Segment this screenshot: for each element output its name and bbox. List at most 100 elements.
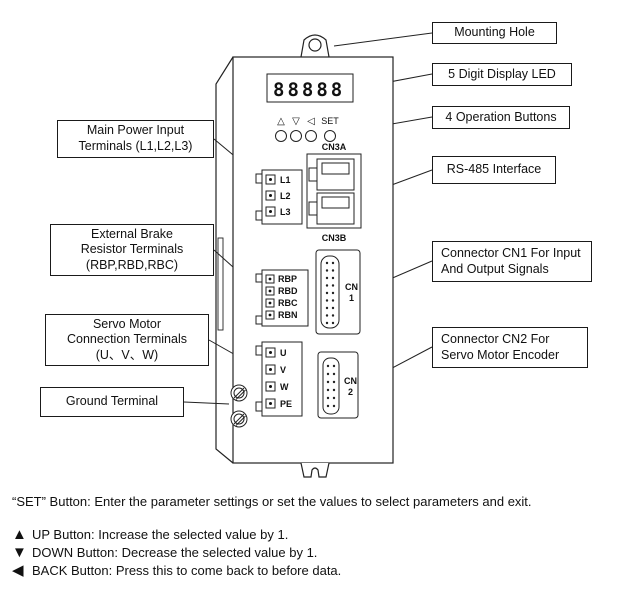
motor-screw-pe: [265, 398, 276, 409]
brake-screw-rbn: [265, 310, 275, 320]
rj45-port-bottom-pins: [321, 196, 350, 209]
terminal-label-l3: L3: [280, 207, 291, 217]
device-side-panel: [215, 56, 234, 464]
callout-operation-buttons: 4 Operation Buttons: [432, 106, 570, 129]
motor-screw-v: [265, 364, 276, 375]
brake-screw-rbd: [265, 286, 275, 296]
terminal-label-rbd: RBD: [278, 286, 298, 296]
callout-mounting-hole-label: Mounting Hole: [454, 25, 535, 40]
rs485-connector-cn3a: [306, 153, 362, 229]
up-button-note: ▲ UP Button: Increase the selected value…: [12, 527, 620, 542]
line-ground: [183, 401, 230, 405]
brake-screw-rbc: [265, 298, 275, 308]
callout-rs485: RS-485 Interface: [432, 156, 556, 184]
cn1-pin-field: [320, 255, 340, 329]
device-outline: [215, 34, 394, 478]
callout-brake-resistor-label: External Brake Resistor Terminals (RBP,R…: [80, 226, 184, 272]
cn1-pins: [325, 261, 335, 325]
brake-screw-rbp: [265, 274, 275, 284]
set-button-label: SET: [321, 116, 339, 126]
cn2-connector: [317, 351, 359, 419]
callout-rs485-label: RS-485 Interface: [446, 162, 542, 177]
terminal-label-rbc: RBC: [278, 298, 298, 308]
display-led: 88888: [266, 73, 354, 103]
cn2-label-line1: CN: [344, 376, 357, 386]
callout-cn1: Connector CN1 For Input And Output Signa…: [432, 241, 592, 282]
back-button-note: ◀ BACK Button: Press this to come back t…: [12, 563, 620, 578]
down-triangle-icon: ▼: [12, 544, 27, 561]
terminal-label-pe: PE: [280, 399, 292, 409]
callout-cn2: Connector CN2 For Servo Motor Encoder: [432, 327, 588, 368]
cn1-label-line2: 1: [349, 293, 354, 303]
cn3b-label: CN3B: [322, 233, 347, 243]
back-triangle-icon: ◀: [12, 562, 24, 579]
terminal-label-rbp: RBP: [278, 274, 297, 284]
display-digits: 88888: [273, 79, 345, 101]
callout-cn1-label: Connector CN1 For Input And Output Signa…: [441, 245, 581, 276]
rj45-port-bottom-latch: [308, 201, 318, 216]
power-block-housing: [261, 169, 303, 225]
terminal-label-w: W: [280, 382, 289, 392]
terminal-label-rbn: RBN: [278, 310, 298, 320]
cn2-label-line2: 2: [348, 387, 353, 397]
callout-mounting-hole: Mounting Hole: [432, 22, 557, 44]
callout-main-power: Main Power Input Terminals (L1,L2,L3): [57, 120, 214, 158]
operation-button-4: [324, 130, 336, 142]
rj45-port-top-pins: [321, 162, 350, 175]
motor-screw-u: [265, 347, 276, 358]
callout-servo-motor-label: Servo Motor Connection Terminals (U、V、W): [67, 316, 187, 362]
terminal-label-l2: L2: [280, 191, 291, 201]
side-slot: [217, 237, 224, 331]
callout-ground-terminal: Ground Terminal: [40, 387, 184, 417]
down-button-note: ▼ DOWN Button: Decrease the selected val…: [12, 545, 620, 560]
motor-block-housing: [261, 341, 303, 417]
brake-terminal-block: [255, 269, 309, 327]
cn2-pin-field: [322, 357, 340, 415]
callout-cn2-label: Connector CN2 For Servo Motor Encoder: [441, 331, 560, 362]
operation-button-2: [290, 130, 302, 142]
set-button-note: “SET” Button: Enter the parameter settin…: [12, 494, 532, 509]
back-button-note-text: BACK Button: Press this to come back to …: [32, 563, 342, 578]
up-triangle-icon: ▲: [12, 526, 27, 543]
operation-buttons: △ ▽ ◁ SET: [275, 116, 339, 142]
device-body: [232, 56, 394, 464]
callout-servo-motor: Servo Motor Connection Terminals (U、V、W): [45, 314, 209, 366]
cn1-housing: [315, 249, 361, 335]
rj45-port-top-latch: [308, 167, 318, 182]
cn2-pins: [326, 364, 336, 408]
terminal-label-v: V: [280, 365, 286, 375]
callout-brake-resistor: External Brake Resistor Terminals (RBP,R…: [50, 224, 214, 276]
power-screw-l3: [265, 206, 276, 217]
motor-terminal-block: [255, 341, 303, 417]
cn1-connector: [315, 249, 361, 335]
callout-ground-terminal-label: Ground Terminal: [65, 394, 159, 409]
up-button-note-text: UP Button: Increase the selected value b…: [32, 527, 289, 542]
operation-button-3: [305, 130, 317, 142]
cn1-label-line1: CN: [345, 282, 358, 292]
notes-section: “SET” Button: Enter the parameter settin…: [12, 494, 620, 581]
down-button-icon: ▽: [292, 116, 300, 127]
operation-button-1: [275, 130, 287, 142]
down-button-note-text: DOWN Button: Decrease the selected value…: [32, 545, 318, 560]
line-mounting-hole: [333, 32, 433, 47]
mounting-tab-bottom: [300, 462, 330, 478]
cn3a-label: CN3A: [322, 142, 347, 152]
terminal-label-l1: L1: [280, 175, 291, 185]
terminal-label-u: U: [280, 348, 287, 358]
power-screw-l1: [265, 174, 276, 185]
mounting-hole: [308, 38, 322, 52]
power-screw-l2: [265, 190, 276, 201]
callout-display-led-label: 5 Digit Display LED: [448, 66, 556, 81]
callout-operation-buttons-label: 4 Operation Buttons: [445, 109, 557, 124]
callout-display-led: 5 Digit Display LED: [432, 63, 572, 86]
display-frame: [266, 73, 354, 103]
rj45-housing: [306, 153, 362, 229]
motor-screw-w: [265, 381, 276, 392]
up-button-icon: △: [277, 116, 285, 127]
callout-main-power-label: Main Power Input Terminals (L1,L2,L3): [78, 123, 193, 153]
back-button-icon: ◁: [307, 116, 315, 127]
cn2-housing: [317, 351, 359, 419]
ground-terminal-screws: [230, 384, 248, 428]
